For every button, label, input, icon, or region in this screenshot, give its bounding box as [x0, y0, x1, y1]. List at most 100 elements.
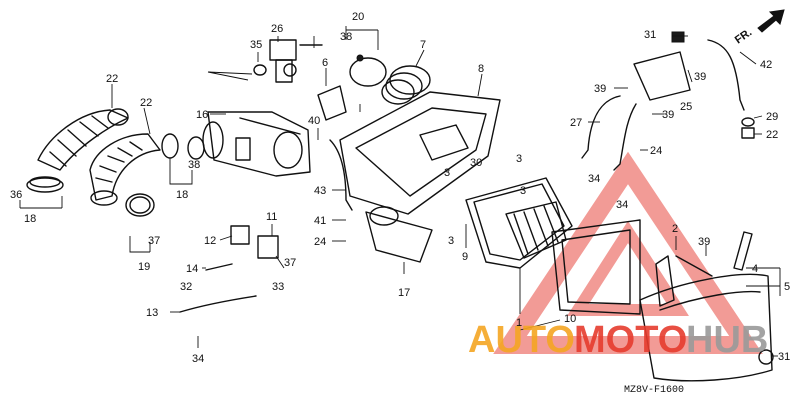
cap-22-right	[741, 127, 755, 139]
clamp-19	[349, 57, 387, 87]
callout-40: 42	[760, 59, 772, 71]
callout-15: 16	[196, 109, 208, 121]
gasket-10	[551, 219, 641, 315]
reservoir-23	[633, 51, 691, 101]
callout-35: 38	[340, 31, 352, 43]
callout-37: 37	[284, 257, 296, 269]
bracket-2	[655, 255, 675, 307]
callout-34-mid: 37	[148, 235, 160, 247]
callout-36: 39	[698, 236, 710, 248]
callout-18-right: 19	[138, 261, 150, 273]
callout-28: 30	[470, 157, 482, 169]
callout-29: 31	[644, 29, 656, 41]
watermark-word-auto: AUTO	[468, 319, 575, 361]
callout-30: 31	[778, 351, 790, 363]
seal-9	[465, 177, 573, 269]
callout-14: 14	[186, 263, 198, 275]
callout-16: 17	[398, 287, 410, 299]
watermark-word-moto: MOTO	[574, 319, 687, 361]
callout-26: 26	[271, 23, 283, 35]
sensor-26	[269, 39, 297, 61]
callout-21: 22	[106, 73, 118, 85]
drain-hose-41	[329, 139, 353, 211]
intake-tube-20	[89, 133, 161, 201]
callout-22-left: 24	[314, 236, 326, 248]
watermark-logo	[493, 151, 763, 354]
clamp-18-left	[26, 177, 64, 193]
clamp-18-right	[125, 193, 155, 217]
callout-11: 11	[266, 211, 277, 223]
callout-8: 8	[478, 63, 484, 75]
hose-25	[581, 95, 621, 159]
callout-34-right: 38	[188, 159, 200, 171]
callout-25: 27	[570, 117, 582, 129]
plug-29	[671, 31, 685, 43]
strip-4	[733, 231, 753, 271]
callout-39-right: 39	[694, 71, 706, 83]
callout-39-bottom: 41	[314, 215, 326, 227]
callout-12: 12	[204, 235, 216, 247]
callout-33: 35	[250, 39, 262, 51]
watermark-triangle-inner	[567, 220, 689, 316]
callout-20: 22	[140, 97, 152, 109]
callout-27: 29	[766, 111, 778, 123]
clamp-17b	[187, 136, 205, 160]
pad-12	[230, 225, 250, 245]
hose-24	[613, 103, 637, 171]
hose-13	[179, 295, 257, 313]
parts-artwork	[26, 31, 774, 382]
intake-tube-21	[37, 109, 129, 171]
callout-5: 5	[784, 281, 790, 293]
callout-1: 1	[516, 317, 522, 329]
callout-24: 24	[650, 145, 662, 157]
callout-9: 9	[462, 251, 468, 263]
filter-element	[505, 201, 567, 259]
callout-7: 7	[420, 39, 426, 51]
callout-23: 25	[680, 101, 692, 113]
callout-39-left: 40	[308, 115, 320, 127]
callout-19: 20	[352, 11, 364, 23]
duct-16	[365, 211, 433, 263]
direction-label: FR.	[733, 26, 754, 46]
callout-10: 10	[564, 313, 576, 325]
callout-31-c: 34	[192, 353, 204, 365]
air-cleaner-case-8	[339, 91, 501, 215]
side-cover-1	[639, 273, 773, 382]
callout-3a: 3	[516, 153, 522, 165]
callout-18-left: 18	[24, 213, 36, 225]
front-direction-indicator: FR.	[733, 9, 785, 46]
callout-3d: 3	[520, 185, 526, 197]
callout-34-left: 36	[10, 189, 22, 201]
bracket-6	[317, 85, 347, 121]
callout-4: 4	[752, 263, 758, 275]
drawing-reference-code: MZ8V-F1600	[624, 385, 684, 396]
watermark-triangle-outer	[493, 151, 763, 354]
callout-6: 6	[322, 57, 328, 69]
leader-lines	[19, 26, 781, 357]
direction-arrow-icon	[757, 9, 785, 33]
callout-31-b: 33	[272, 281, 284, 293]
callout-2: 2	[672, 223, 678, 235]
callout-3b: 3	[444, 167, 450, 179]
callout-31-right: 34	[616, 199, 628, 211]
air-box-15	[207, 111, 311, 177]
callout-31-a: 32	[180, 281, 192, 293]
callout-22-right: 22	[766, 129, 778, 141]
callout-38-top: 39	[594, 83, 606, 95]
callout-38-right: 39	[662, 109, 674, 121]
callout-17: 18	[176, 189, 188, 201]
bolt-30	[758, 349, 774, 365]
sensor-11	[257, 235, 279, 259]
watermark-wordmark: AUTO MOTO HUB	[468, 319, 768, 361]
callout-13: 13	[146, 307, 158, 319]
callout-32: 34	[588, 173, 600, 185]
callout-3c: 3	[448, 235, 454, 247]
fitting-27	[741, 117, 755, 127]
hose-40	[707, 39, 745, 111]
hose-14	[205, 263, 233, 271]
callout-labels: 22 22 36 18 37 19 38 18 16 26 35 20 38 6…	[10, 11, 790, 365]
boot-7	[389, 65, 431, 95]
watermark-word-hub: HUB	[686, 319, 768, 361]
callout-41: 43	[314, 185, 326, 197]
